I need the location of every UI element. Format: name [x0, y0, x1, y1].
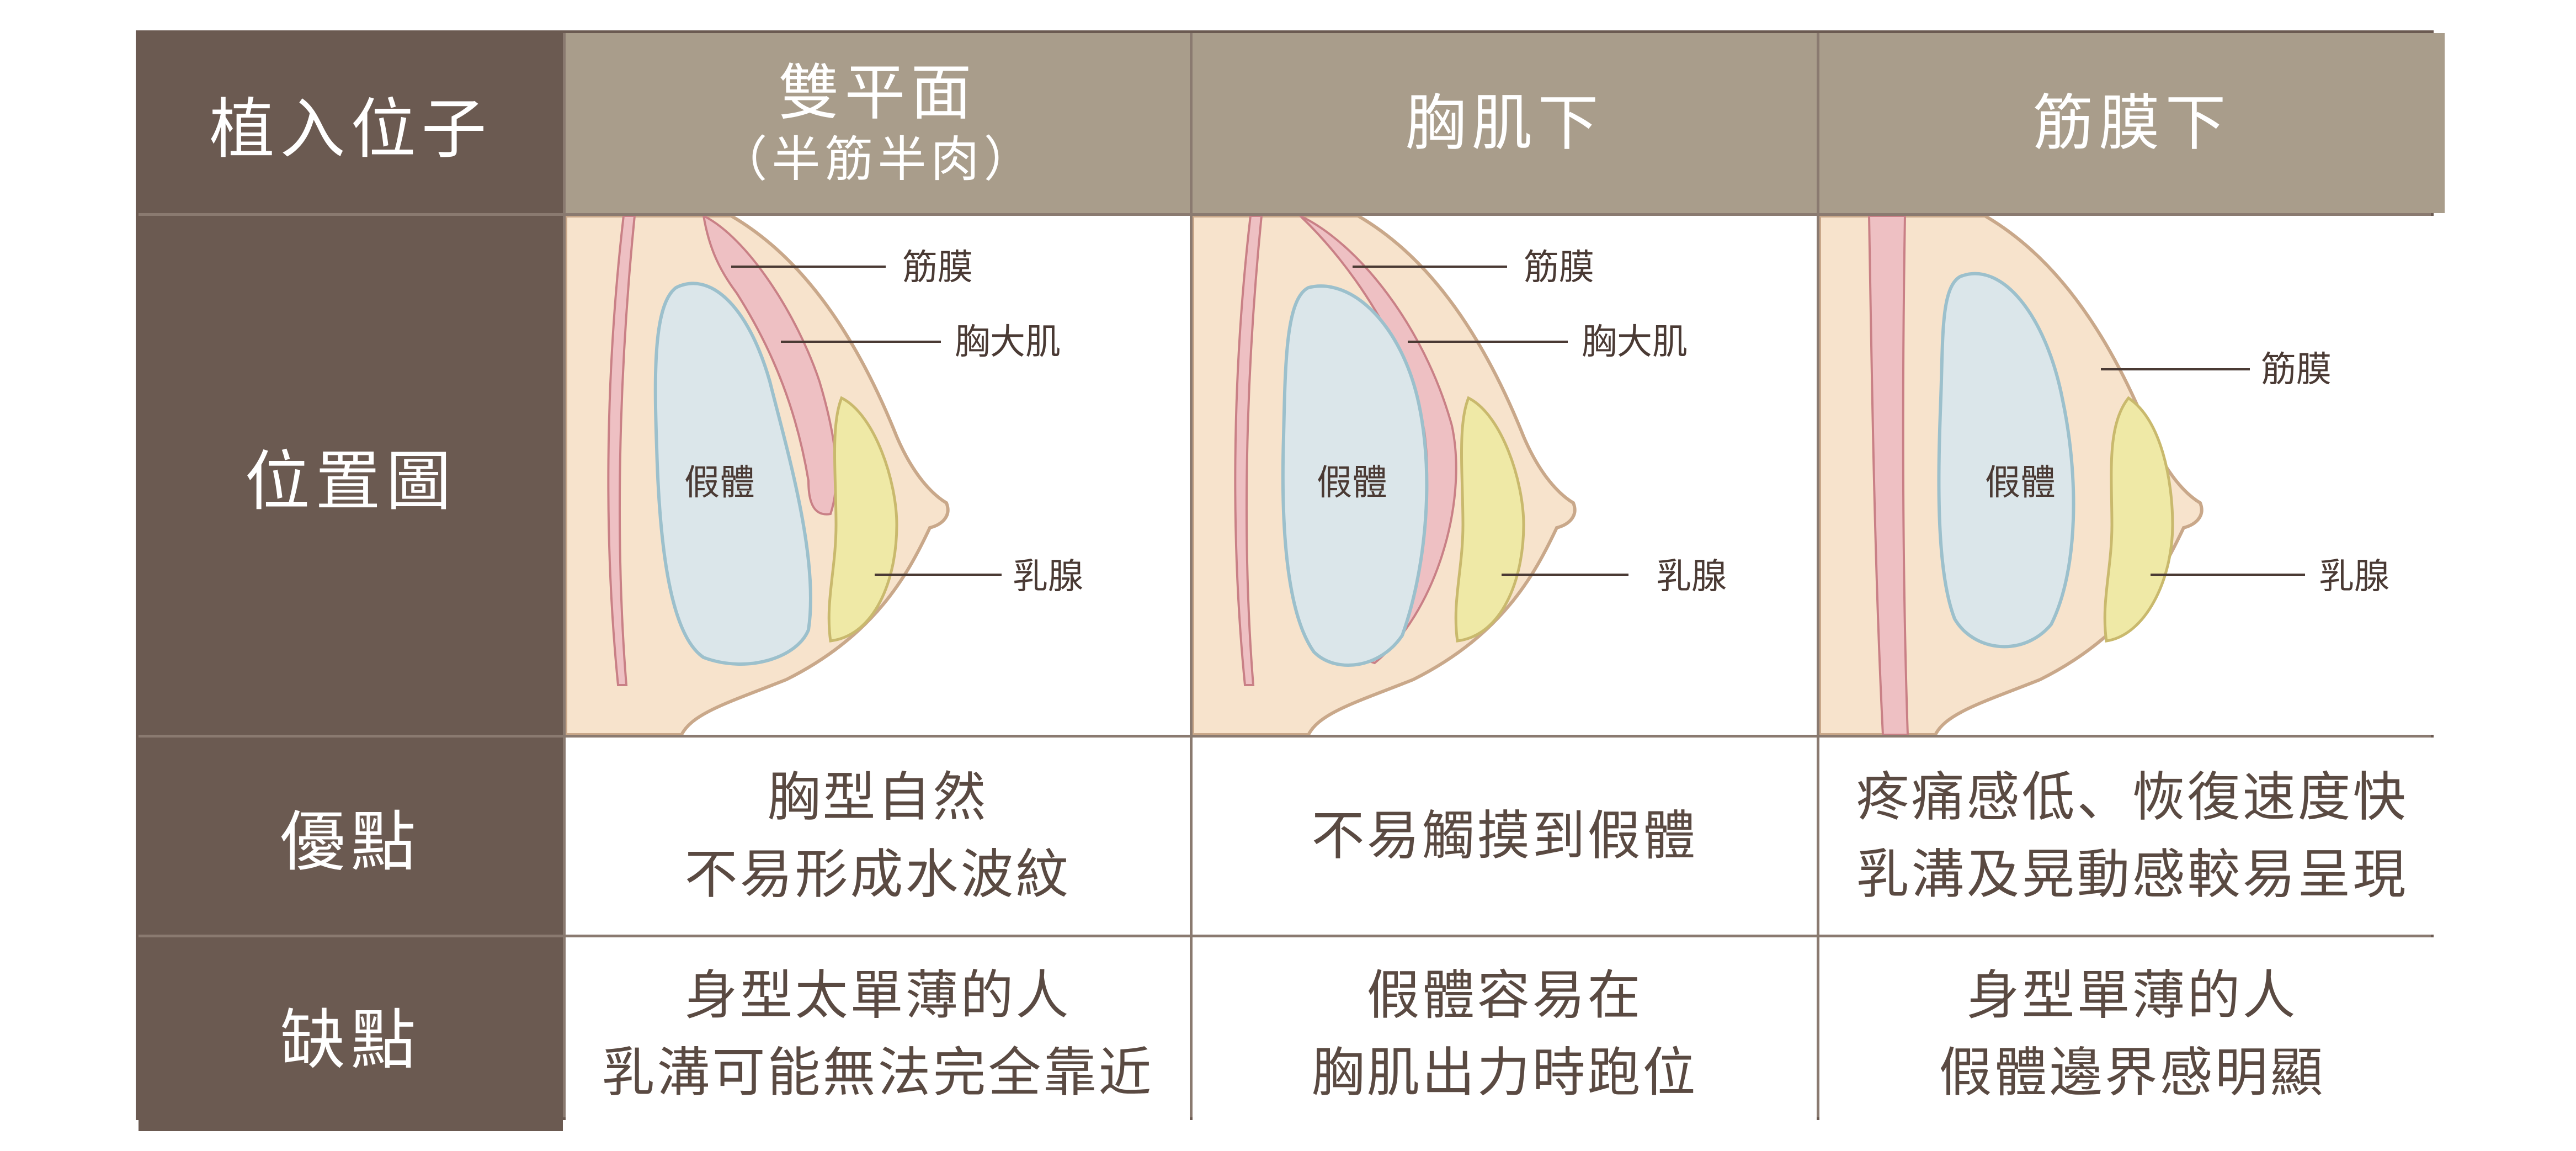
mammary-gland	[1454, 396, 1525, 643]
implant-shape	[1937, 272, 2075, 649]
corner-header: 植入位子	[139, 33, 563, 213]
pros-submuscular: 不易觸摸到假體	[1193, 738, 1817, 935]
chest-wall-muscle	[1234, 216, 1263, 686]
row-header-pros: 優點	[139, 738, 563, 935]
pros-line: 不易觸摸到假體	[1311, 804, 1698, 867]
column-header-submuscular: 胸肌下	[1193, 33, 1817, 213]
label-pectoral-muscle: 胸大肌	[955, 322, 1061, 363]
column-header-main: 雙平面	[778, 57, 977, 128]
pros-line: 乳溝及晃動感較易呈現	[1856, 843, 2408, 905]
cons-submuscular: 假體容易在 胸肌出力時跑位	[1193, 937, 1817, 1131]
cons-line: 乳溝可能無法完全靠近	[602, 1041, 1154, 1104]
row-header-cons: 缺點	[139, 937, 563, 1131]
implant-shape	[1281, 284, 1429, 667]
row-header-label: 優點	[280, 804, 422, 880]
pros-line: 疼痛感低、恢復速度快	[1856, 766, 2408, 829]
label-implant: 假體	[684, 463, 755, 503]
cons-line: 假體邊界感明顯	[1939, 1041, 2325, 1104]
column-header-sub: （半筋半肉）	[718, 131, 1037, 188]
label-implant: 假體	[1317, 463, 1387, 503]
diagram-dual-plane: 筋膜 胸大肌 假體 乳腺	[566, 216, 1190, 735]
breast-diagram-submuscular: 筋膜 胸大肌 假體 乳腺	[1193, 216, 1727, 735]
row-header-label: 位置圖	[244, 443, 457, 519]
implant-shape	[653, 282, 812, 666]
pectoral-muscle	[1867, 216, 1909, 735]
pros-subfascial: 疼痛感低、恢復速度快 乳溝及晃動感較易呈現	[1819, 738, 2445, 935]
row-header-label: 缺點	[280, 1002, 422, 1078]
label-mammary-gland: 乳腺	[1013, 556, 1083, 597]
diagram-subfascial: 筋膜 假體 乳腺	[1819, 216, 2445, 735]
pros-line: 胸型自然	[767, 766, 988, 829]
cons-line: 身型太單薄的人	[684, 964, 1071, 1027]
corner-header-label: 植入位子	[209, 91, 492, 167]
pros-line: 不易形成水波紋	[684, 843, 1071, 905]
cons-dual-plane: 身型太單薄的人 乳溝可能無法完全靠近	[566, 937, 1190, 1131]
label-mammary-gland: 乳腺	[2319, 556, 2389, 597]
column-header-main: 筋膜下	[2032, 88, 2232, 158]
chest-wall-muscle	[607, 216, 636, 686]
mammary-gland	[2103, 396, 2174, 643]
diagram-submuscular: 筋膜 胸大肌 假體 乳腺	[1193, 216, 1817, 735]
cons-line: 身型單薄的人	[1966, 964, 2298, 1027]
breast-diagram-subfascial: 筋膜 假體 乳腺	[1819, 216, 2389, 735]
cons-line: 假體容易在	[1366, 964, 1643, 1027]
mammary-gland	[827, 396, 898, 643]
column-header-main: 胸肌下	[1405, 88, 1604, 158]
cons-subfascial: 身型單薄的人 假體邊界感明顯	[1819, 937, 2445, 1131]
comparison-table: 植入位子 雙平面 （半筋半肉） 胸肌下 筋膜下 位置圖	[136, 30, 2445, 1131]
pectoral-muscle	[702, 216, 838, 516]
column-header-subfascial: 筋膜下	[1819, 33, 2445, 213]
column-header-dual-plane: 雙平面 （半筋半肉）	[566, 33, 1190, 213]
row-header-diagram: 位置圖	[139, 216, 563, 735]
label-mammary-gland: 乳腺	[1656, 556, 1727, 597]
breast-diagram-dual-plane: 筋膜 胸大肌 假體 乳腺	[566, 216, 1083, 735]
pros-dual-plane: 胸型自然 不易形成水波紋	[566, 738, 1190, 935]
label-pectoral-muscle: 胸大肌	[1582, 322, 1688, 363]
cons-line: 胸肌出力時跑位	[1311, 1041, 1698, 1104]
label-fascia: 筋膜	[1524, 247, 1594, 288]
label-fascia: 筋膜	[2261, 349, 2332, 390]
label-fascia: 筋膜	[902, 247, 973, 288]
label-implant: 假體	[1985, 463, 2056, 503]
